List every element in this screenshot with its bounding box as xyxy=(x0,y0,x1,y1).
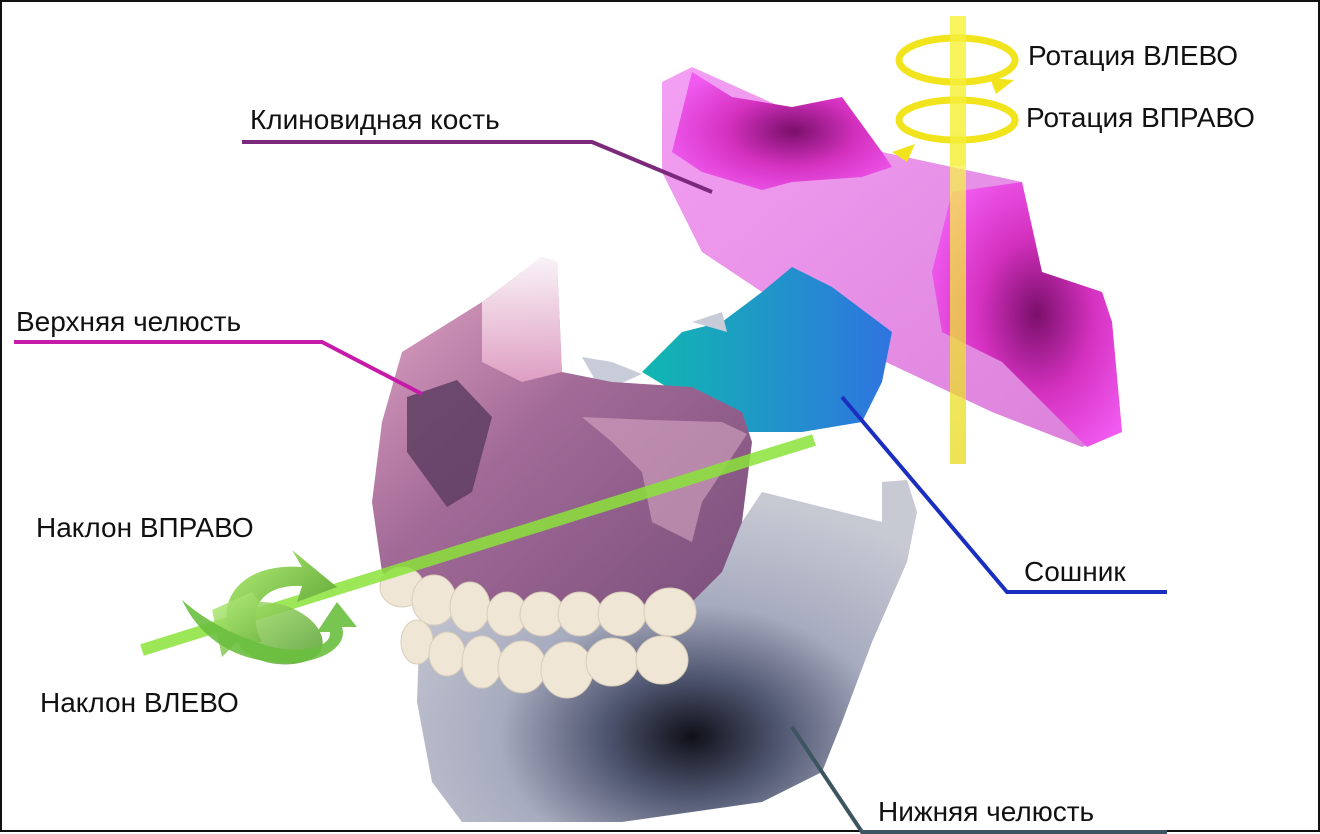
label-mandible: Нижняя челюсть xyxy=(878,798,1094,826)
label-sphenoid: Клиновидная кость xyxy=(250,106,500,134)
label-rotation-right: Ротация ВПРАВО xyxy=(1026,104,1255,132)
label-rotation-left: Ротация ВЛЕВО xyxy=(1028,42,1238,70)
label-tilt-right: Наклон ВПРАВО xyxy=(36,514,254,542)
label-maxilla: Верхняя челюсть xyxy=(16,308,241,336)
tilt-arrow-icon xyxy=(182,550,357,664)
leader-maxilla xyxy=(14,342,422,394)
label-tilt-left: Наклон ВЛЕВО xyxy=(40,689,239,717)
rotation-arrow-icon xyxy=(892,16,1015,166)
leader-sphenoid xyxy=(242,142,712,192)
label-vomer: Сошник xyxy=(1024,558,1126,586)
